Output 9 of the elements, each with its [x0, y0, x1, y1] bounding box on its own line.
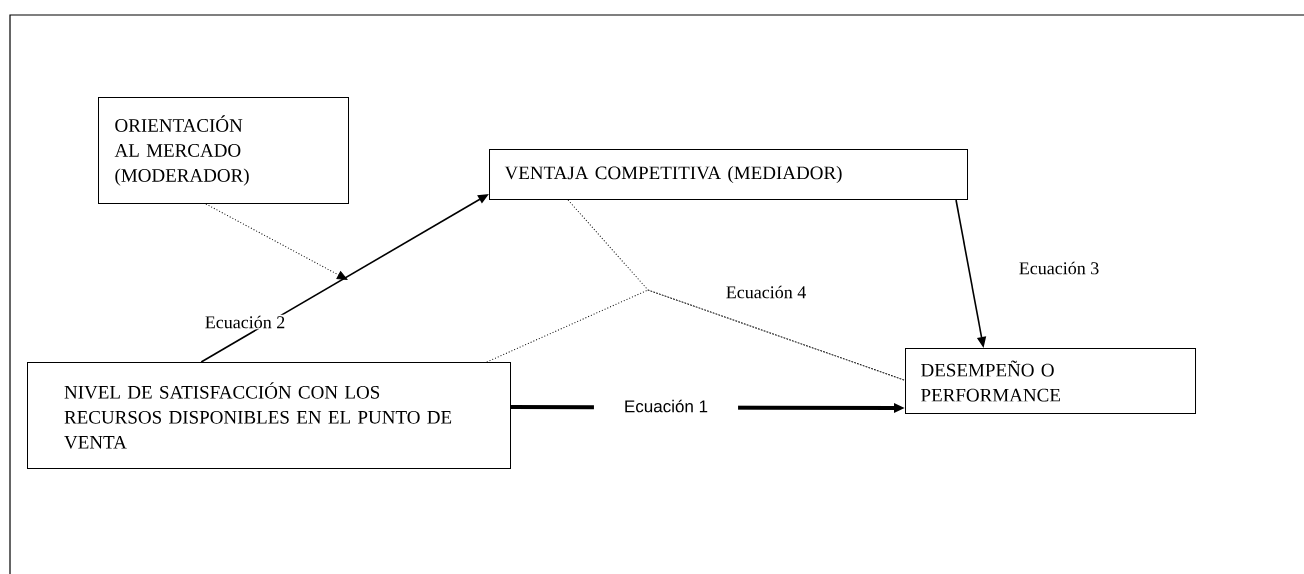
- edge-label: Ecuación 1: [593, 396, 739, 416]
- concept-box: NIVEL DE SATISFACCIÓN CON LOS RECURSOS DISPONIBLES EN EL PUNTO DE VENTA: [27, 362, 511, 469]
- arrow: [205, 203, 348, 280]
- concept-box: ORIENTACIÓN AL MERCADO (MODERADOR): [98, 97, 349, 204]
- concept-box: VENTAJA COMPETITIVA (MEDIADOR): [489, 149, 968, 200]
- edge-label: Ecuación 2: [203, 314, 287, 330]
- concept-box: DESEMPEÑO O PERFORMANCE: [905, 348, 1196, 414]
- edge-label: Ecuación 3: [1017, 260, 1101, 276]
- edge-label: Ecuación 4: [724, 284, 808, 300]
